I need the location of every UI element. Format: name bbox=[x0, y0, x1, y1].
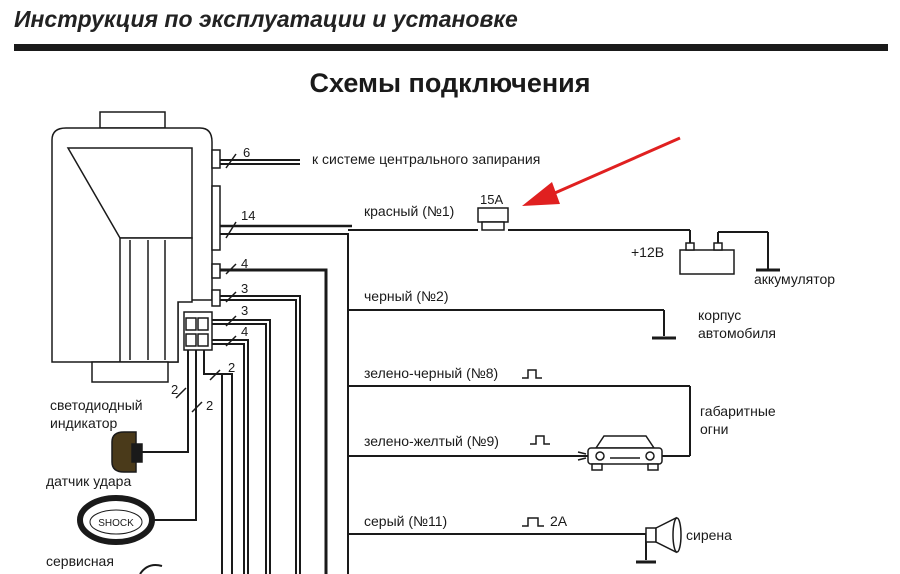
siren-current-label: 2A bbox=[550, 513, 568, 529]
wire-count-label: 14 bbox=[241, 208, 255, 223]
parking-lights-label-line1: габаритные bbox=[700, 403, 776, 419]
ground-label-line2: автомобиля bbox=[698, 325, 776, 341]
gray-wire-label: серый (№11) bbox=[364, 513, 447, 529]
wire-count-ticks bbox=[175, 153, 237, 413]
wire-count-label: 2 bbox=[171, 382, 178, 397]
car-icon bbox=[577, 435, 663, 471]
led-indicator-icon bbox=[111, 431, 143, 473]
led-label-line1: светодиодный bbox=[50, 397, 143, 413]
red-wire bbox=[348, 229, 769, 270]
battery-voltage-label: +12В bbox=[631, 244, 664, 260]
shock-sensor-label: датчик удара bbox=[46, 473, 131, 489]
alarm-control-unit bbox=[51, 111, 221, 383]
siren-label: сирена bbox=[686, 527, 732, 543]
service-button-label: сервисная bbox=[46, 553, 114, 569]
green-yellow-wire-label: зелено-желтый (№9) bbox=[364, 433, 499, 449]
gray-wire bbox=[348, 533, 656, 564]
fuse-label: 15A bbox=[480, 192, 503, 207]
service-button-icon bbox=[139, 564, 163, 574]
red-arrow-icon bbox=[522, 136, 681, 206]
central-locking-label: к системе центрального запирания bbox=[312, 151, 540, 167]
fuse-icon bbox=[477, 207, 509, 231]
header-rule bbox=[14, 44, 888, 51]
wire-count-label: 2 bbox=[206, 398, 213, 413]
pulse-icon bbox=[522, 517, 544, 527]
shock-button-text: SHOCK bbox=[98, 518, 134, 529]
wire-count-label: 6 bbox=[243, 145, 250, 160]
wire-count-label: 2 bbox=[228, 360, 235, 375]
black-wire bbox=[348, 309, 676, 340]
battery-label: аккумулятор bbox=[754, 271, 835, 287]
ground-label-line1: корпус bbox=[698, 307, 741, 323]
wire-count-label: 4 bbox=[241, 324, 248, 339]
header-title: Инструкция по эксплуатации и установке bbox=[14, 6, 518, 32]
wire-count-label: 4 bbox=[241, 256, 248, 271]
parking-lights-label-line2: огни bbox=[700, 421, 728, 437]
page-title: Схемы подключения bbox=[309, 68, 591, 98]
siren-icon bbox=[645, 516, 682, 554]
green-black-wire-label: зелено-черный (№8) bbox=[364, 365, 498, 381]
led-label-line2: индикатор bbox=[50, 415, 117, 431]
black-wire-label: черный (№2) bbox=[364, 288, 449, 304]
pulse-icon bbox=[530, 435, 550, 445]
battery-icon bbox=[679, 242, 780, 275]
wire-count-label: 3 bbox=[241, 281, 248, 296]
wire-count-label: 3 bbox=[241, 303, 248, 318]
shock-sensor-icon bbox=[77, 495, 155, 545]
red-wire-label: красный (№1) bbox=[364, 203, 454, 219]
pulse-icon bbox=[522, 369, 542, 379]
